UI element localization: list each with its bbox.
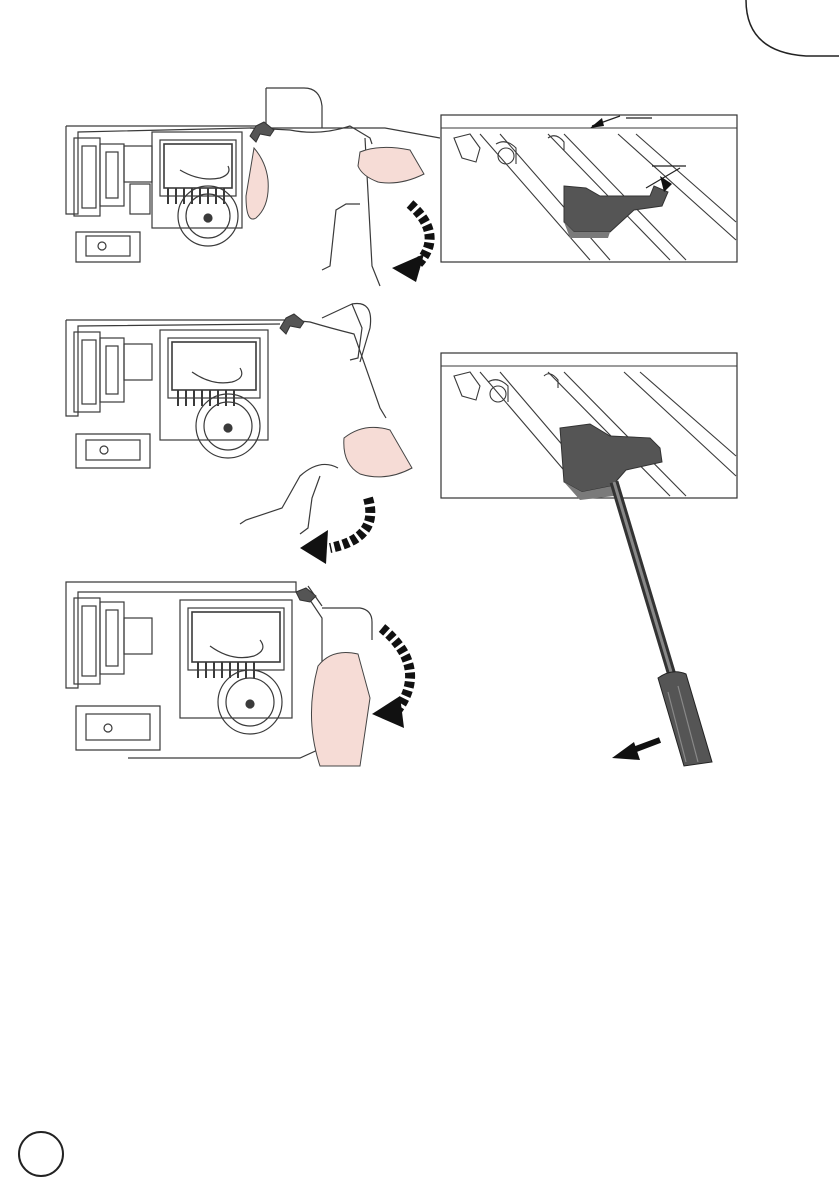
step-2-illustration [60, 298, 440, 568]
curved-arrow-icon [372, 628, 410, 728]
step-3-illustration [60, 578, 440, 788]
crop-mark [744, 0, 839, 60]
curved-arrow-icon [392, 204, 430, 282]
detail-clip-gap [440, 114, 738, 264]
page-number-badge [18, 1131, 64, 1177]
screwdriver-icon [614, 482, 712, 766]
step-1-illustration [60, 86, 440, 291]
detail-screwdriver-release [440, 352, 738, 772]
